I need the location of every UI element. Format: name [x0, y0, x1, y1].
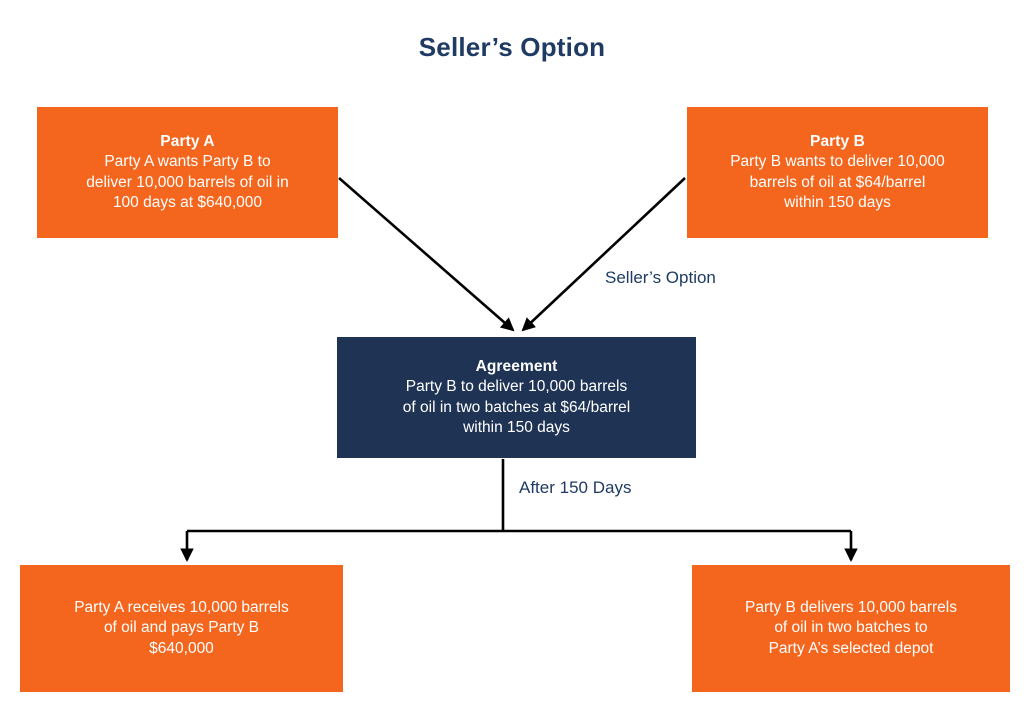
- node-agreement[interactable]: Agreement Party B to deliver 10,000 barr…: [337, 337, 696, 458]
- node-party-b[interactable]: Party B Party B wants to deliver 10,000 …: [687, 107, 988, 238]
- edge-label-sellers-option: Seller’s Option: [605, 268, 716, 287]
- node-party-b-header: Party B: [810, 133, 865, 151]
- node-agreement-header: Agreement: [475, 358, 558, 376]
- node-party-b-line-1: Party B wants to deliver 10,000: [730, 153, 945, 171]
- node-outcome-party-b-line-3: Party A’s selected depot: [768, 639, 934, 657]
- node-outcome-party-a-line-2: of oil and pays Party B: [103, 619, 260, 637]
- page-title: Seller’s Option: [418, 32, 606, 62]
- edge-label-after-150-days: After 150 Days: [519, 478, 632, 497]
- node-agreement-line-3: within 150 days: [463, 418, 570, 436]
- node-outcome-party-b[interactable]: Party B delivers 10,000 barrels of oil i…: [692, 565, 1010, 692]
- node-agreement-body: Party B to deliver 10,000 barrels of oil…: [403, 377, 630, 437]
- node-party-a-line-2: deliver 10,000 barrels of oil in: [86, 173, 289, 191]
- node-outcome-party-a-body: Party A receives 10,000 barrels of oil a…: [74, 598, 289, 658]
- node-party-a-line-3: 100 days at $640,000: [112, 193, 263, 211]
- node-outcome-party-b-body: Party B delivers 10,000 barrels of oil i…: [745, 598, 957, 658]
- node-agreement-line-1: Party B to deliver 10,000 barrels: [405, 378, 628, 396]
- node-party-a-body: Party A wants Party B to deliver 10,000 …: [86, 152, 288, 212]
- node-outcome-party-a[interactable]: Party A receives 10,000 barrels of oil a…: [20, 565, 343, 692]
- node-outcome-party-a-line-3: $640,000: [149, 639, 214, 657]
- node-party-a-line-1: Party A wants Party B to: [104, 153, 271, 171]
- node-party-a-header: Party A: [160, 133, 215, 151]
- node-outcome-party-b-line-2: of oil in two batches to: [774, 619, 928, 637]
- node-agreement-line-2: of oil in two batches at $64/barrel: [402, 398, 631, 416]
- edge-party-b-to-agreement: [521, 177, 686, 332]
- node-party-b-line-2: barrels of oil at $64/barrel: [749, 173, 926, 191]
- node-party-a[interactable]: Party A Party A wants Party B to deliver…: [37, 107, 338, 238]
- node-outcome-party-b-line-1: Party B delivers 10,000 barrels: [745, 599, 957, 617]
- node-outcome-party-a-line-1: Party A receives 10,000 barrels: [74, 599, 289, 617]
- edge-party-a-to-agreement: [338, 177, 515, 332]
- node-party-b-body: Party B wants to deliver 10,000 barrels …: [730, 152, 945, 212]
- node-party-b-line-3: within 150 days: [784, 193, 891, 211]
